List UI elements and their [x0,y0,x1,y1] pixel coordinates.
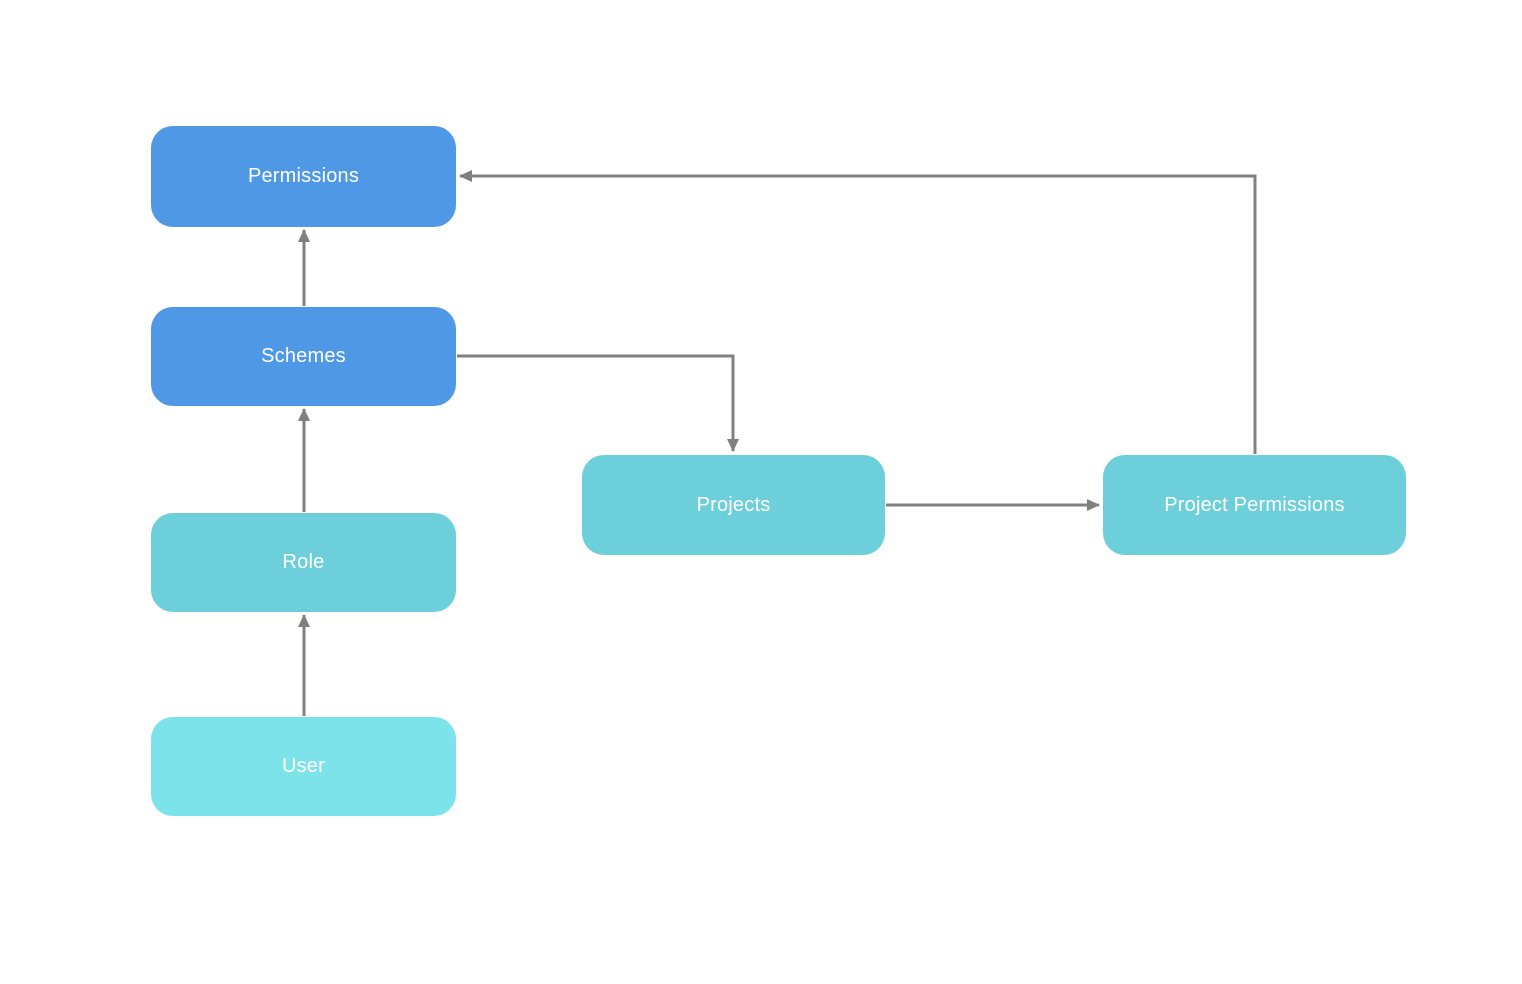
node-permissions: Permissions [151,126,456,227]
node-label-projects: Projects [696,493,771,516]
node-label-role: Role [282,551,325,573]
node-user: User [151,717,456,816]
node-projects: Projects [582,455,885,555]
node-label-permissions: Permissions [247,165,360,187]
node-schemes: Schemes [151,307,456,406]
node-label-project-permissions: Project Permissions [1164,493,1345,516]
node-label-schemes: Schemes [261,345,346,367]
edge-schemes-to-projects [457,354,739,452]
edge-project-permissions-to-permissions [459,170,1257,454]
node-label-user: User [281,755,326,777]
node-project-permissions: Project Permissions [1103,455,1406,555]
node-role: Role [151,513,456,612]
